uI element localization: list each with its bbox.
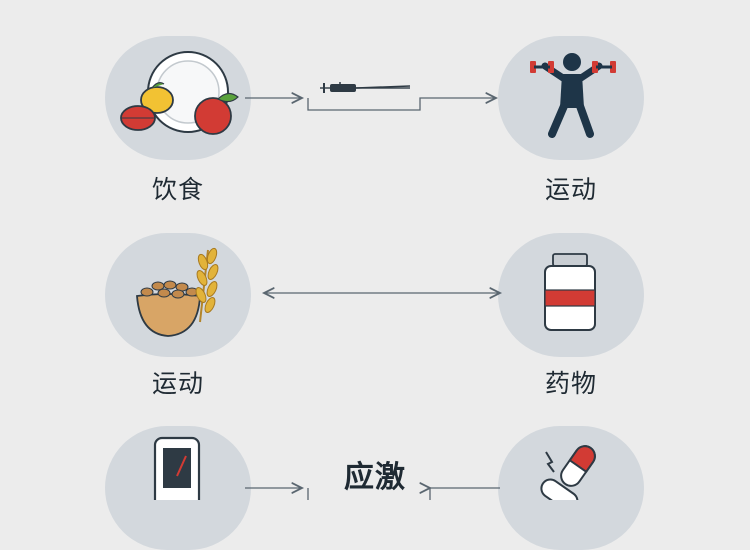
- weightlifter-icon: [530, 53, 616, 138]
- capsule-pills-icon: [540, 445, 596, 500]
- center-label: 应激: [344, 460, 406, 495]
- diagram-graphics: [120, 51, 616, 500]
- connector-row3: [245, 488, 500, 500]
- syringe-icon: [320, 82, 411, 93]
- diagram: 饮食 运动 运动 药物 应激: [105, 36, 644, 550]
- node-exercise-top-label: 运动: [544, 175, 597, 204]
- grain-bowl-icon: [136, 247, 219, 337]
- glucose-meter-icon: [153, 436, 201, 500]
- fruit-plate-icon: [120, 51, 239, 135]
- medicine-bottle-icon: [544, 253, 596, 331]
- node-exercise-mid-label: 运动: [151, 369, 204, 398]
- connector-row1: [245, 98, 496, 111]
- node-medicine-label: 药物: [544, 369, 597, 398]
- node-diet-label: 饮食: [151, 175, 204, 204]
